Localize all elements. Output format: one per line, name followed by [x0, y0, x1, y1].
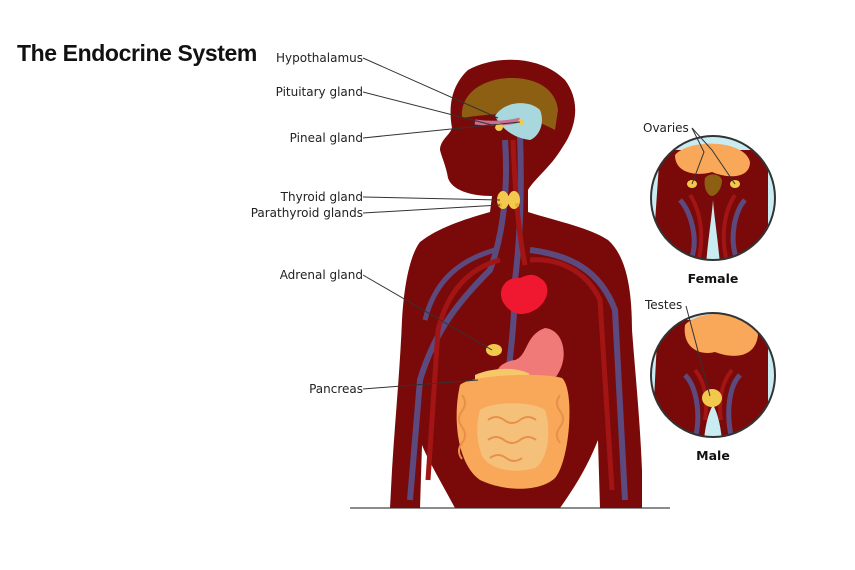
blood-vessels — [407, 134, 628, 501]
testes-leader — [685, 305, 711, 397]
adrenal-leader — [362, 274, 493, 351]
intestines-shape — [456, 374, 570, 489]
ovaries-leader-right — [691, 127, 736, 185]
female-inset — [650, 135, 776, 261]
label-pineal-gland: Pineal gland — [290, 131, 363, 145]
pituitary-leader — [362, 91, 497, 127]
pituitary-gland-shape — [495, 123, 503, 131]
label-male: Male — [696, 448, 730, 463]
thyroid-leader — [362, 196, 501, 201]
pineal-leader — [362, 121, 521, 139]
male-inset — [650, 312, 776, 438]
label-parathyroid-glands: Parathyroid glands — [251, 206, 363, 220]
label-testes: Testes — [644, 298, 682, 312]
parathyroid-leader — [362, 204, 501, 214]
label-pituitary-gland: Pituitary gland — [276, 85, 363, 99]
adrenal-gland-shape — [486, 344, 502, 356]
ovaries-leader-left — [691, 127, 705, 185]
pancreas-leader — [362, 379, 479, 390]
label-pancreas: Pancreas — [309, 382, 363, 396]
hypothalamus-leader — [362, 57, 499, 119]
label-adrenal-gland: Adrenal gland — [280, 268, 363, 282]
label-hypothalamus: Hypothalamus — [276, 51, 363, 65]
label-female: Female — [688, 271, 739, 286]
label-thyroid-gland: Thyroid gland — [280, 190, 363, 204]
heart-shape — [500, 274, 548, 314]
pineal-gland-shape — [518, 119, 524, 125]
page-title: The Endocrine System — [17, 40, 257, 66]
label-ovaries: Ovaries — [643, 121, 689, 135]
